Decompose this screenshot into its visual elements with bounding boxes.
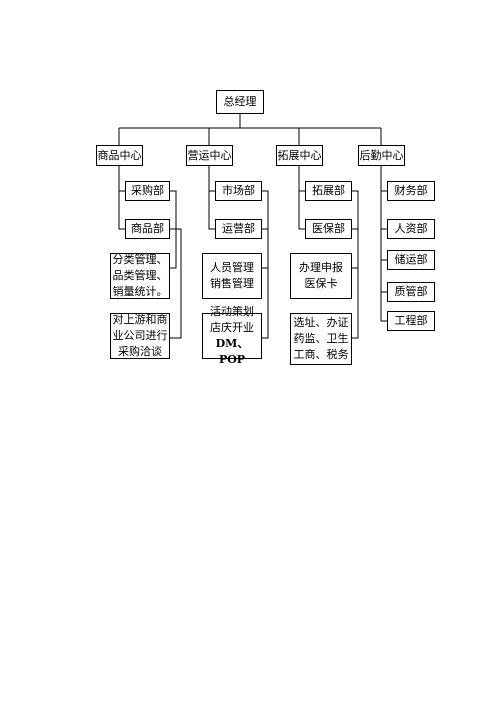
dept-label: 工程部	[394, 314, 428, 328]
dept-label: 人资部	[394, 222, 428, 236]
dept-node: 拓展部	[305, 181, 352, 201]
center-node-merchandise: 商品中心	[96, 145, 143, 166]
dept-label: 财务部	[394, 184, 428, 198]
dept-node: 工程部	[387, 311, 435, 331]
center-node-expansion: 拓展中心	[276, 145, 323, 166]
duty-line: 活动策划	[210, 305, 254, 319]
dept-label: 医保部	[312, 222, 345, 236]
dept-label: 市场部	[222, 184, 255, 198]
dept-node: 质管部	[387, 282, 435, 302]
duty-line: 药监、卫生	[293, 332, 349, 346]
ceo-node: 总经理	[216, 90, 264, 114]
duty-line: 工商、税务	[293, 347, 349, 361]
duty-line: 销量统计。	[112, 284, 168, 298]
duty-line: 人员管理	[210, 261, 254, 275]
dept-label: 质管部	[394, 285, 428, 299]
duty-note: 对上游和商 业公司进行 采购洽谈	[110, 313, 170, 359]
duty-line: 业公司进行	[112, 329, 168, 343]
center-node-logistics: 后勤中心	[358, 145, 405, 166]
center-label: 拓展中心	[277, 148, 322, 162]
duty-line: 销售管理	[210, 277, 254, 290]
dept-node: 采购部	[125, 181, 170, 201]
center-node-operations: 营运中心	[186, 145, 233, 166]
duty-note: 选址、办证 药监、卫生 工商、税务	[290, 313, 352, 365]
duty-line: 办理申报	[299, 261, 343, 275]
dept-node: 医保部	[305, 219, 352, 239]
dept-label: 采购部	[131, 184, 164, 198]
duty-line: 选址、办证	[293, 316, 349, 330]
duty-line: 店庆开业	[210, 321, 254, 335]
dept-node: 储运部	[387, 250, 435, 270]
dept-label: 运营部	[222, 222, 255, 236]
duty-line: 医保卡	[304, 277, 338, 290]
duty-line: 分类管理、	[112, 253, 168, 267]
center-label: 商品中心	[97, 148, 142, 162]
dept-label: 储运部	[394, 253, 428, 267]
dept-node: 商品部	[125, 219, 170, 239]
dept-label: 商品部	[131, 222, 164, 236]
center-label: 营运中心	[187, 148, 232, 162]
duty-line: DM、POP	[215, 337, 249, 366]
dept-node: 运营部	[215, 219, 262, 239]
duty-note: 办理申报 医保卡	[290, 253, 352, 299]
duty-note: 人员管理 销售管理	[202, 253, 262, 299]
dept-node: 人资部	[387, 219, 435, 239]
ceo-label: 总经理	[223, 95, 257, 109]
duty-note: 分类管理、 品类管理、 销量统计。	[110, 253, 170, 299]
dept-label: 拓展部	[312, 184, 345, 198]
duty-note: 活动策划 店庆开业 DM、POP	[202, 305, 262, 366]
duty-line: 品类管理、	[112, 269, 168, 283]
duty-line: 对上游和商	[112, 313, 168, 327]
duty-line: 采购洽谈	[118, 344, 162, 358]
dept-node: 市场部	[215, 181, 262, 201]
center-label: 后勤中心	[359, 148, 404, 162]
dept-node: 财务部	[387, 181, 435, 201]
